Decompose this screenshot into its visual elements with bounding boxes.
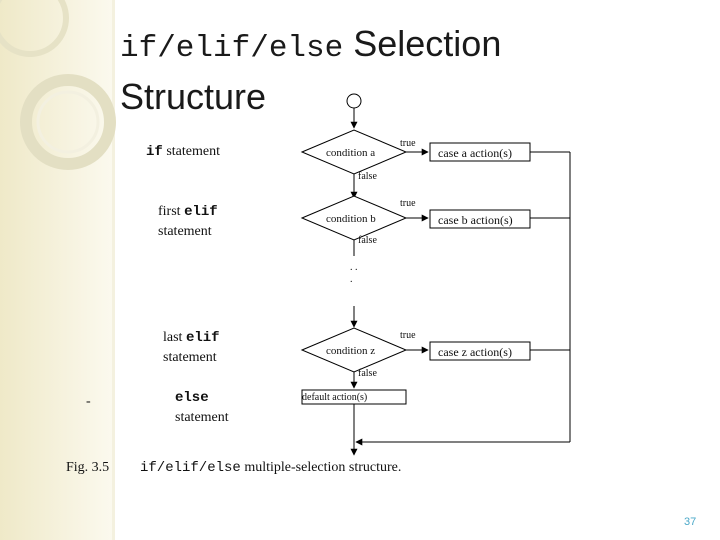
true-label-z: true — [400, 330, 416, 341]
false-label-a: false — [358, 171, 377, 182]
action-label-a: case a action(s) — [438, 146, 512, 160]
ellipsis-dots: . . . — [350, 262, 358, 285]
start-node — [346, 93, 362, 109]
stray-mark: - — [86, 394, 91, 409]
false-label-z: false — [358, 368, 377, 379]
title-keyword: if/elif/else — [120, 31, 344, 66]
decision-label-z: condition z — [326, 345, 376, 357]
action-box-b — [429, 209, 531, 229]
action-label-z: case z action(s) — [438, 345, 512, 359]
true-label-a: true — [400, 138, 416, 149]
if-statement-label: if statement — [146, 144, 220, 160]
title-text: Selection — [343, 23, 502, 64]
default-action-label: default action(s) — [302, 392, 368, 403]
decision-label-b: condition b — [326, 213, 376, 225]
action-label-b: case b action(s) — [438, 213, 513, 227]
slide-number: 37 — [684, 516, 697, 528]
figure-caption: if/elif/else multiple-selection structur… — [140, 460, 402, 476]
figure-number: Fig. 3.5 — [66, 460, 110, 475]
title-line2: Structure — [120, 76, 267, 117]
true-label-b: true — [400, 198, 416, 209]
action-box-z — [429, 341, 531, 361]
decision-label-a: condition a — [326, 147, 376, 159]
slide-title: if/elif/else Selection Structure — [120, 20, 680, 121]
false-label-b: false — [358, 235, 377, 246]
